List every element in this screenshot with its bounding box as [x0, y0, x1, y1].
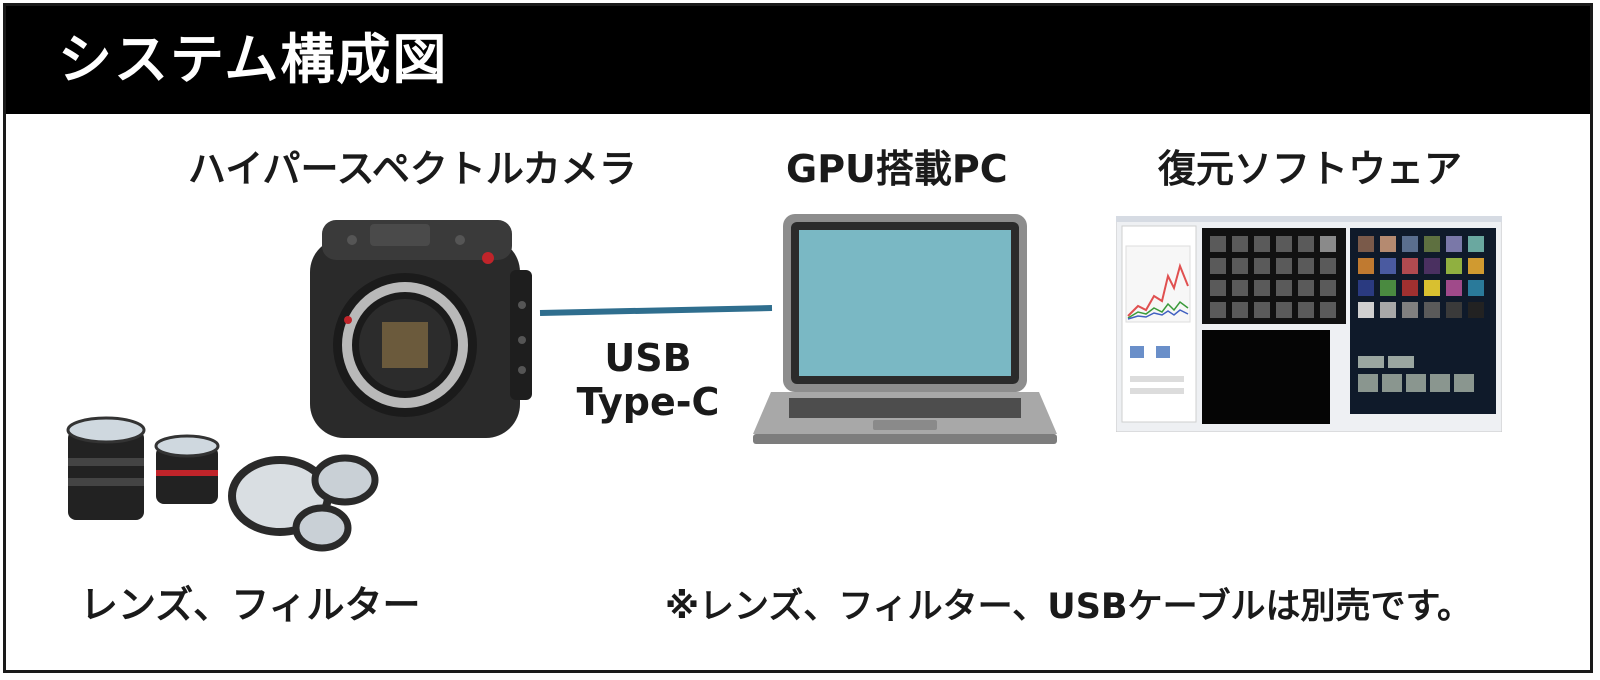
lens-filter-label: レンズ、フィルター [80, 583, 421, 627]
usb-type-c-label: USB Type-C [568, 336, 728, 424]
sold-separately-note: ※レンズ、フィルター、USBケーブルは別売です。 [665, 587, 1472, 627]
usb-label-line2: Type-C [576, 380, 720, 424]
hyperspectral-camera-icon [310, 220, 532, 438]
camera-label: ハイパースペクトルカメラ [188, 147, 637, 191]
software-label: 復元ソフトウェア [1158, 147, 1463, 191]
software-screenshot-icon [1116, 216, 1502, 432]
diagram-frame: システム構成図 [3, 3, 1593, 673]
usb-connection-line [539, 305, 773, 316]
laptop-icon [753, 214, 1057, 444]
lenses-filters-icon [66, 416, 379, 552]
diagram-title: システム構成図 [58, 28, 449, 91]
title-bar: システム構成図 [6, 6, 1590, 114]
pc-label: GPU搭載PC [786, 147, 1008, 191]
usb-label-line1: USB [604, 336, 692, 380]
